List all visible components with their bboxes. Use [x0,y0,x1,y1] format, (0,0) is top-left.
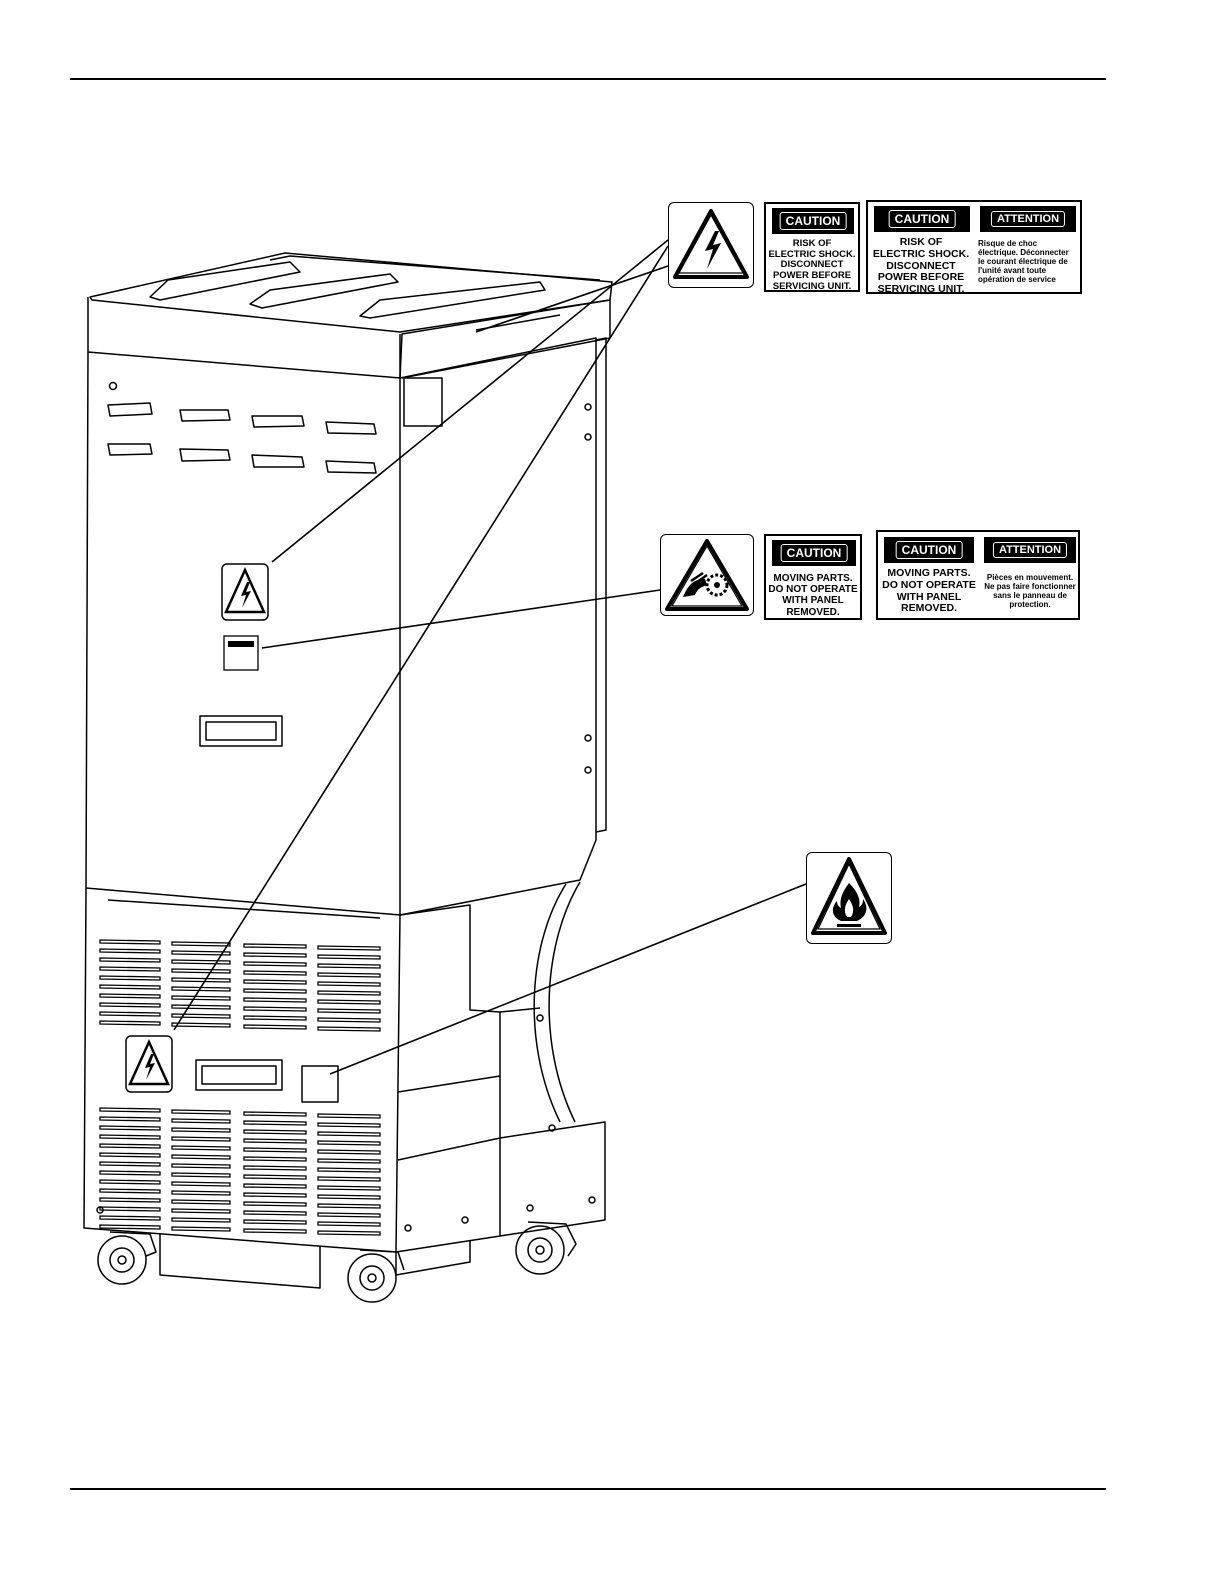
top-rule [70,78,1106,80]
electric-shock-symbol [668,202,754,288]
bilingual-label-moving: CAUTION ATTENTION MOVING PARTS. DO NOT O… [876,530,1080,620]
attention-header-fr: ATTENTION [984,537,1076,563]
caution-label-shock: CAUTION RISK OF ELECTRIC SHOCK. DISCONNE… [764,202,860,292]
attention-text-fr: Pièces en mouvement. Ne pas faire foncti… [984,573,1076,609]
caution-header-en-text: CAUTION [895,541,963,559]
caution-header-en: CAUTION [874,206,970,232]
caution-text-en: RISK OF ELECTRIC SHOCK. DISCONNECT POWER… [872,236,970,295]
moving-parts-icon [665,539,749,611]
caution-header-text: CAUTION [780,544,848,562]
attention-header-fr-text: ATTENTION [990,211,1066,227]
caution-header-en-text: CAUTION [888,210,956,228]
moving-parts-symbol [660,534,754,616]
caution-header-en: CAUTION [884,537,974,563]
electric-shock-icon [673,209,749,279]
caution-header: CAUTION [772,208,854,234]
attention-header-fr-text: ATTENTION [992,542,1068,558]
attention-header-fr: ATTENTION [980,206,1076,232]
caution-header: CAUTION [772,540,856,566]
caution-text-en: MOVING PARTS. DO NOT OPERATE WITH PANEL … [882,567,976,615]
flammable-icon [811,857,887,935]
caution-label-moving: CAUTION MOVING PARTS. DO NOT OPERATE WIT… [764,534,862,620]
caution-header-text: CAUTION [779,212,847,230]
flammable-symbol [806,852,892,944]
caution-text: RISK OF ELECTRIC SHOCK. DISCONNECT POWER… [768,238,856,292]
attention-text-fr: Risque de choc électrique. Déconnecter l… [978,239,1069,284]
caution-text: MOVING PARTS. DO NOT OPERATE WITH PANEL … [768,573,858,618]
bottom-rule [70,1488,1106,1490]
bilingual-label-shock: CAUTION ATTENTION RISK OF ELECTRIC SHOCK… [866,200,1082,295]
